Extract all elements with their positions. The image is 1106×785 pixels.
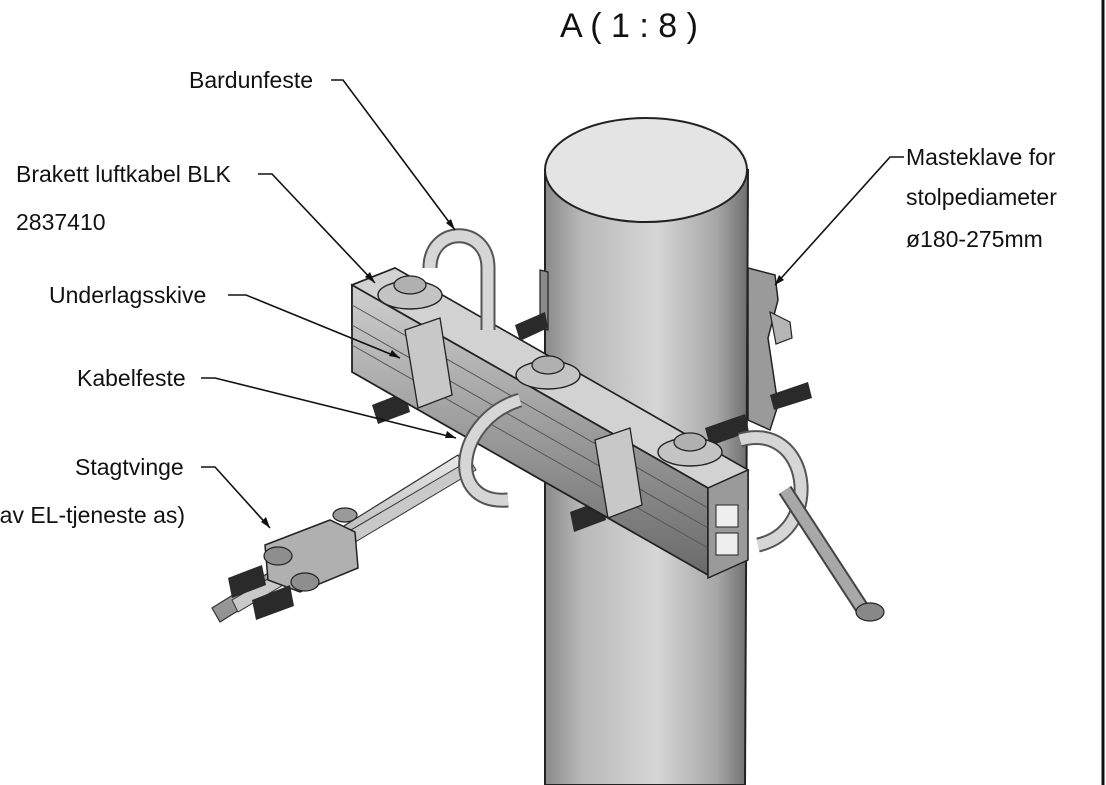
leader-stagtvinge	[201, 466, 271, 529]
callout-kabelfeste: Kabelfeste	[77, 365, 457, 439]
label-kabelfeste: Kabelfeste	[77, 365, 186, 391]
guy-loop	[422, 228, 496, 330]
leader-bardunfeste	[331, 79, 456, 231]
callout-bardunfeste: Bardunfeste	[189, 67, 456, 231]
label-bardunfeste: Bardunfeste	[189, 67, 313, 93]
label-brakett-line1: Brakett luftkabel BLK	[16, 161, 231, 187]
callout-underlagsskive: Underlagsskive	[49, 282, 401, 359]
pole-clamp	[539, 267, 793, 432]
cable-straps	[404, 317, 643, 519]
leader-kabelfeste	[201, 377, 457, 439]
label-underlagsskive: Underlagsskive	[49, 282, 206, 308]
view-title: A ( 1 : 8 )	[560, 7, 698, 45]
label-masteklave-line3: ø180-275mm	[906, 226, 1043, 252]
callout-brakett: Brakett luftkabel BLK 2837410	[16, 161, 376, 284]
cable-loops	[458, 392, 885, 622]
label-stagtvinge-line2: (av EL-tjeneste as)	[0, 502, 185, 528]
label-masteklave-line2: stolpediameter	[906, 184, 1057, 210]
leader-masteklave	[774, 156, 904, 286]
leader-underlagsskive	[228, 294, 401, 359]
label-stagtvinge-line1: Stagtvinge	[75, 454, 184, 480]
callout-masteklave: Masteklave for stolpediameter ø180-275mm	[774, 144, 1057, 286]
label-masteklave-line1: Masteklave for	[906, 144, 1056, 170]
label-brakett-line2: 2837410	[16, 209, 106, 235]
callout-stagtvinge: Stagtvinge (av EL-tjeneste as)	[0, 454, 271, 529]
leader-brakett	[258, 173, 376, 284]
stay-clamp	[228, 507, 359, 620]
washers	[377, 275, 723, 467]
